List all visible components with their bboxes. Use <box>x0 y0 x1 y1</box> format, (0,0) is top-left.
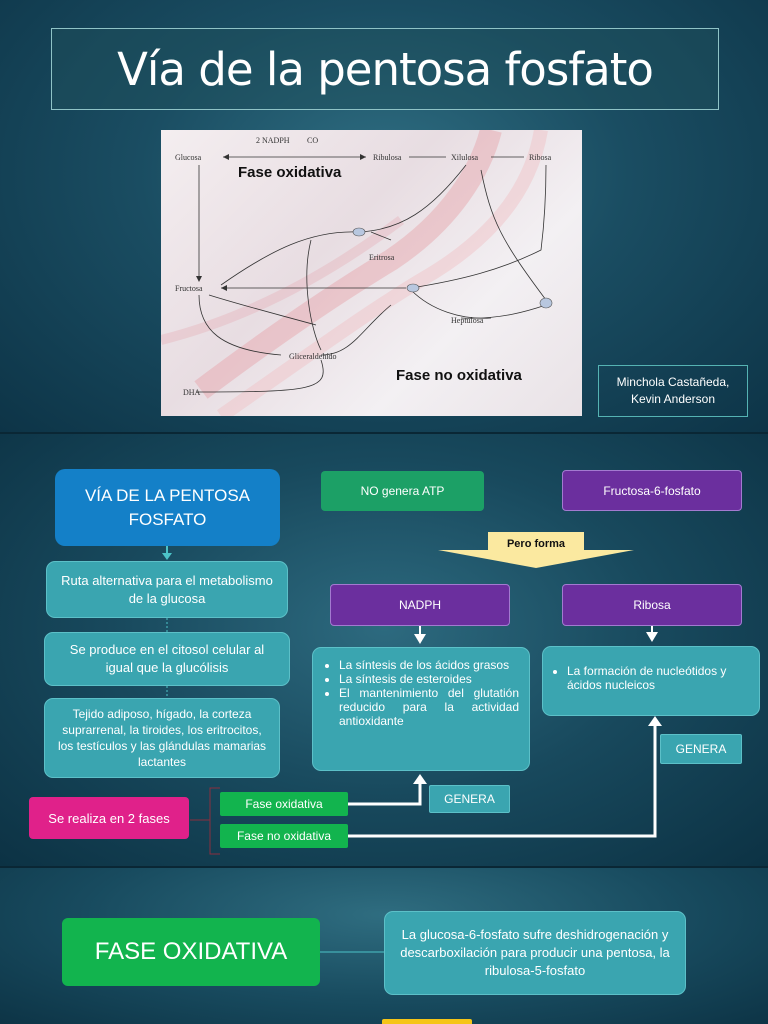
phase-non-oxidative-label: Fase no oxidativa <box>396 367 522 384</box>
ruta-text: Ruta alternativa para el metabolismo de … <box>61 572 273 606</box>
ribulosa-label: Ribulosa <box>373 153 402 162</box>
page-title: Vía de la pentosa fosfato <box>117 42 654 96</box>
co2-label: CO <box>307 136 319 145</box>
nadph-box: NADPH <box>330 584 510 626</box>
heptulosa-label: Heptulosa <box>451 316 484 325</box>
fase-oxidativa-desc-box: La glucosa-6-fosfato sufre deshidrogenac… <box>384 911 686 995</box>
ruta-box: Ruta alternativa para el metabolismo de … <box>46 561 288 618</box>
genera-label-2: GENERA <box>675 742 727 756</box>
tejidos-text: Tejido adiposo, hígado, la corteza supra… <box>57 707 267 769</box>
slide-overview: VÍA DE LA PENTOSA FOSFATO NO genera ATP … <box>0 434 768 866</box>
authors-line1: Minchola Castañeda, <box>616 375 730 389</box>
pathway-diagram: 2 NADPH CO Glucosa Ribulosa Xilulosa Rib… <box>161 130 582 416</box>
nadph-use-item: El mantenimiento del glutatión reducido … <box>339 686 519 728</box>
ribosa-uses-box: La formación de nucleótidos y ácidos nuc… <box>542 646 760 716</box>
slide-title: Vía de la pentosa fosfato <box>0 0 768 432</box>
ribosa-box: Ribosa <box>562 584 742 626</box>
dha-label: DHA <box>183 388 201 397</box>
no-atp-box: NO genera ATP <box>321 471 484 511</box>
fases-box: Se realiza en 2 fases <box>29 797 189 839</box>
pero-forma-box: Pero forma <box>488 532 584 556</box>
genera-label-1: GENERA <box>444 792 495 806</box>
nadph-use-item: La síntesis de los ácidos grasos <box>339 658 519 672</box>
fase-no-oxidativa-box: Fase no oxidativa <box>220 824 348 848</box>
tejidos-box: Tejido adiposo, hígado, la corteza supra… <box>44 698 280 778</box>
eritrosa-label: Eritrosa <box>369 253 395 262</box>
citosol-box: Se produce en el citosol celular al igua… <box>44 632 290 686</box>
fase-oxidativa-desc: La glucosa-6-fosfato sufre deshidrogenac… <box>400 927 670 978</box>
nadph-uses-box: La síntesis de los ácidos grasos La sínt… <box>312 647 530 771</box>
fase-oxidativa-box: Fase oxidativa <box>220 792 348 816</box>
fructosa6-box: Fructosa-6-fosfato <box>562 470 742 511</box>
slide-divider <box>0 432 768 434</box>
fase-oxidativa-title: FASE OXIDATIVA <box>94 938 288 965</box>
nadph-use-item: La síntesis de esteroides <box>339 672 519 686</box>
main-title-box: VÍA DE LA PENTOSA FOSFATO <box>55 469 280 546</box>
genera-box-2: GENERA <box>660 734 742 764</box>
fase-oxidativa-label: Fase oxidativa <box>245 797 323 811</box>
title-box: Vía de la pentosa fosfato <box>51 28 719 110</box>
fase-oxidativa-title-box: FASE OXIDATIVA <box>62 918 320 986</box>
glucosa-label: Glucosa <box>175 153 202 162</box>
fase-no-oxidativa-label: Fase no oxidativa <box>236 829 332 843</box>
phase-oxidative-label: Fase oxidativa <box>238 164 342 181</box>
no-atp-label: NO genera ATP <box>360 484 445 498</box>
genera-box-1: GENERA <box>429 785 510 813</box>
fructosa6-label: Fructosa-6-fosfato <box>603 483 701 498</box>
pathway-graphic <box>161 130 553 416</box>
slide-fase-oxidativa: FASE OXIDATIVA La glucosa-6-fosfato sufr… <box>0 868 768 1024</box>
xilulosa-label: Xilulosa <box>451 153 479 162</box>
next-box-edge <box>382 1019 472 1024</box>
citosol-text: Se produce en el citosol celular al igua… <box>69 642 265 675</box>
ribosa-label: Ribosa <box>529 153 552 162</box>
fructosa-label: Fructosa <box>175 284 203 293</box>
authors-line2: Kevin Anderson <box>630 392 716 406</box>
ribosa-use-item: La formación de nucleótidos y ácidos nuc… <box>567 664 751 692</box>
pero-forma-label: Pero forma <box>506 538 566 550</box>
fases-label: Se realiza en 2 fases <box>48 810 170 826</box>
nadph-label: 2 NADPH <box>256 136 290 145</box>
slide-divider <box>0 866 768 868</box>
authors-box: Minchola Castañeda, Kevin Anderson <box>598 365 748 417</box>
main-title: VÍA DE LA PENTOSA FOSFATO <box>84 485 251 529</box>
nadph-label: NADPH <box>398 598 441 612</box>
ribosa-label: Ribosa <box>633 598 671 612</box>
gliceraldehido-label: Gliceraldehído <box>289 352 337 361</box>
